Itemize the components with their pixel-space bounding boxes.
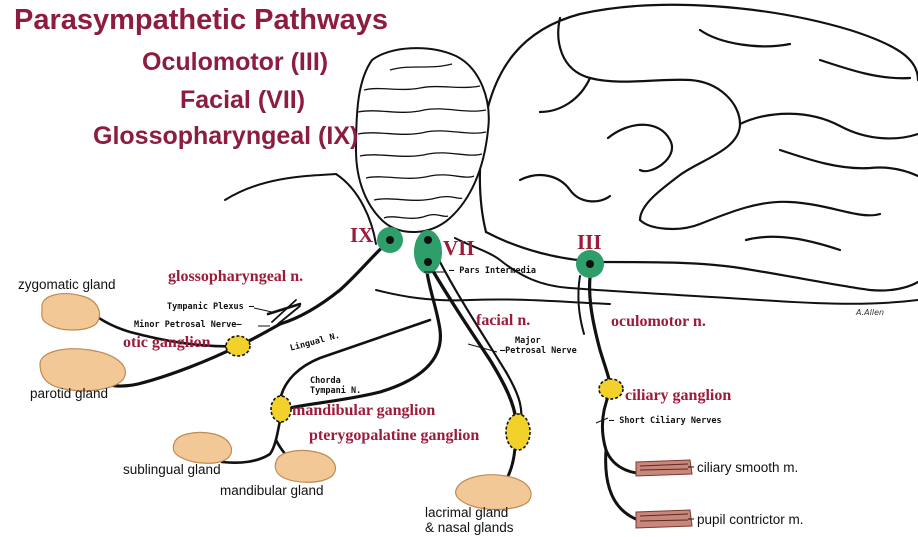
label-parotid-gland: parotid gland: [30, 386, 108, 401]
sublingual-gland-shape: [173, 432, 231, 463]
pterygopalatine-ganglion-shape: [506, 414, 530, 450]
label-pars-intermedia: – Pars Intermedia: [449, 266, 536, 276]
label-glossopharyngeal-nerve: glossopharyngeal n.: [168, 268, 303, 286]
subtitle-glossopharyngeal: Glossopharyngeal (IX): [93, 122, 358, 151]
label-oculomotor-nerve: oculomotor n.: [611, 313, 706, 331]
subtitle-facial: Facial (VII): [180, 86, 305, 115]
label-nasal-glands: & nasal glands: [425, 520, 514, 535]
label-pupil-constrictor: pupil contrictor m.: [697, 512, 804, 527]
tympanic-plexus-text: Tympanic Plexus: [167, 302, 244, 312]
label-major-petrosal-2: –Petrosal Nerve: [500, 346, 577, 356]
mandibular-ganglion-shape: [271, 396, 291, 422]
short-ciliary-text: Short Ciliary Nerves: [619, 416, 721, 426]
label-vii: VII: [443, 236, 475, 261]
label-zygomatic-gland: zygomatic gland: [18, 277, 116, 292]
page-title: Parasympathetic Pathways: [14, 4, 388, 37]
pars-intermedia-text: Pars Intermedia: [459, 266, 536, 276]
zygomatic-gland-shape: [42, 294, 100, 330]
label-sublingual-gland: sublingual gland: [123, 462, 221, 477]
major-petrosal-text: Petrosal Nerve: [505, 346, 577, 356]
cerebrum-outline: [480, 5, 918, 291]
label-iii: III: [577, 230, 602, 255]
label-chorda-2: Tympani N.: [310, 386, 361, 396]
label-chorda-1: Chorda: [310, 376, 341, 386]
parotid-gland-shape: [40, 349, 125, 391]
label-major-petrosal-1: Major: [515, 336, 541, 346]
label-short-ciliary: – Short Ciliary Nerves: [609, 416, 722, 426]
minor-petrosal-text: Minor Petrosal Nerve: [134, 320, 236, 330]
label-facial-nerve: facial n.: [476, 312, 530, 330]
cerebellum: [356, 48, 489, 232]
label-mandibular-gland: mandibular gland: [220, 483, 324, 498]
label-ix: IX: [350, 223, 373, 248]
mandibular-gland-shape: [275, 450, 335, 482]
label-minor-petrosal: Minor Petrosal Nerve–: [134, 320, 241, 330]
label-pterygopalatine-ganglion: pterygopalatine ganglion: [309, 427, 479, 445]
subtitle-oculomotor: Oculomotor (III): [142, 48, 328, 77]
pupil-muscle-shape: [636, 510, 692, 528]
ciliary-ganglion-shape: [599, 379, 623, 399]
label-ciliary-ganglion: ciliary ganglion: [625, 387, 731, 405]
ciliary-muscle-shape: [636, 460, 692, 476]
label-lacrimal-gland: lacrimal gland: [425, 505, 508, 520]
label-ciliary-smooth-muscle: ciliary smooth m.: [697, 460, 798, 475]
label-otic-ganglion: otic ganglion: [123, 334, 211, 352]
label-mandibular-ganglion: mandibular ganglion: [292, 402, 435, 420]
artist-signature: A.Allen: [856, 308, 884, 317]
otic-ganglion-shape: [226, 336, 250, 356]
label-tympanic-plexus: Tympanic Plexus –: [167, 302, 254, 312]
muscles: [636, 460, 692, 528]
